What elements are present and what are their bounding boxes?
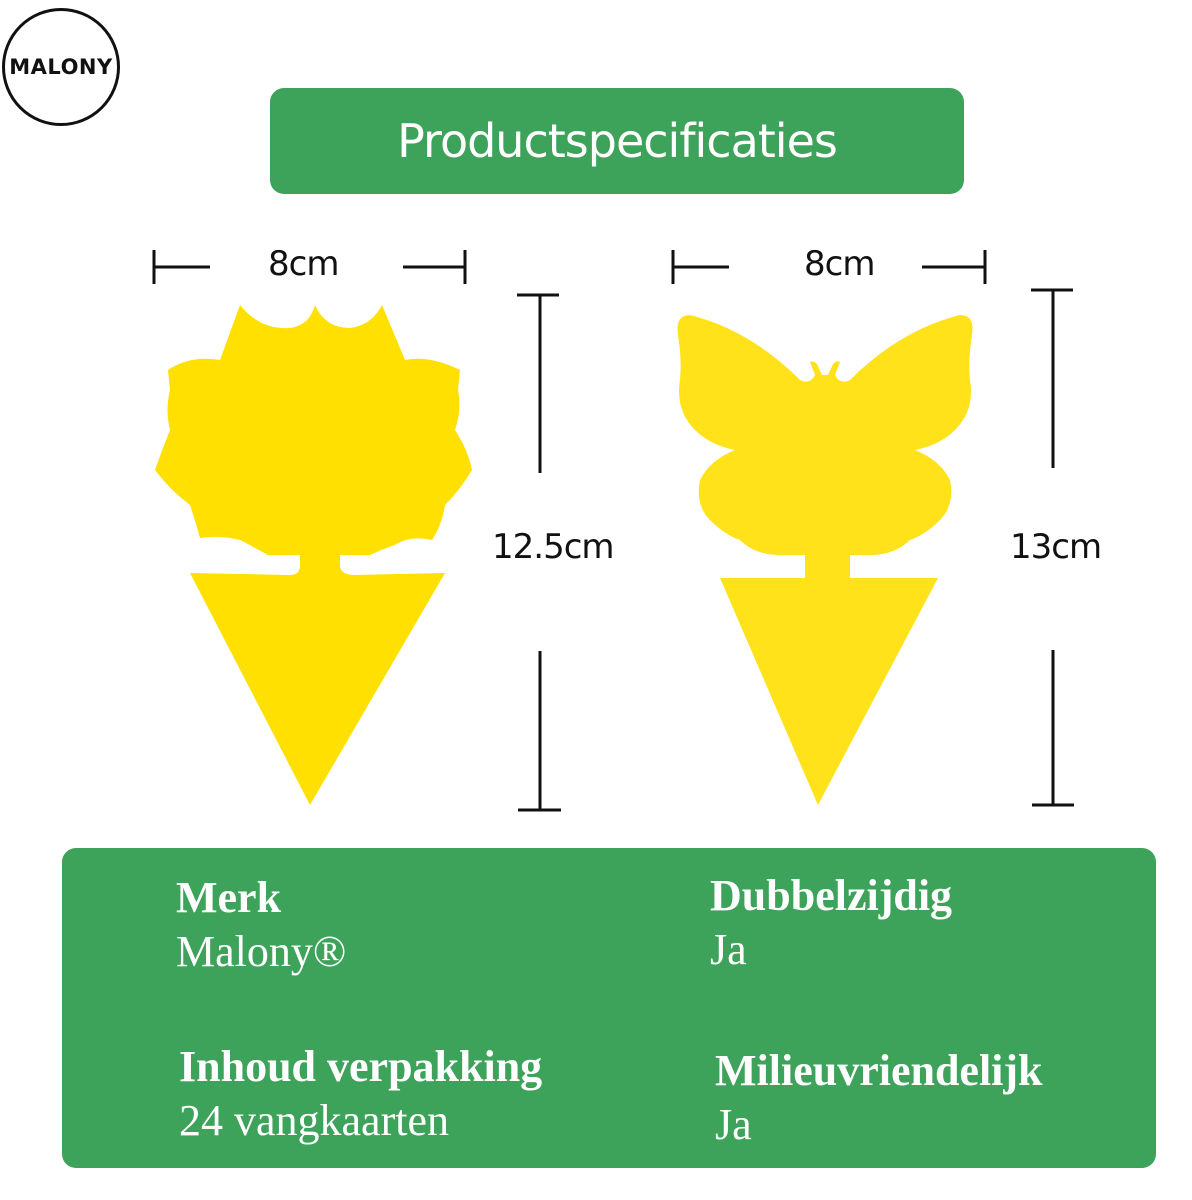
spec-label: Dubbelzijdig: [710, 871, 953, 920]
spec-eco-friendly: Milieuvriendelijk Ja: [715, 1045, 1043, 1153]
spec-label: Merk: [176, 873, 282, 922]
specifications-panel: [62, 848, 1156, 1168]
spec-value: 24 vangkaarten: [179, 1096, 449, 1145]
butterfly-height-label: 13cm: [1010, 527, 1102, 567]
title-banner: Productspecificaties: [270, 88, 964, 194]
spec-double-sided: Dubbelzijdig Ja: [710, 870, 952, 978]
sunflower-height-label: 12.5cm: [492, 527, 615, 567]
spec-label: Milieuvriendelijk: [715, 1046, 1043, 1095]
spec-label: Inhoud verpakking: [179, 1042, 543, 1091]
spec-brand: Merk Malony®: [176, 872, 346, 980]
malony-logo: MALONY: [2, 8, 120, 126]
sunflower-trap-image: [155, 305, 472, 805]
spec-package-contents: Inhoud verpakking 24 vangkaarten: [179, 1041, 542, 1149]
dimension-lines: [152, 250, 1074, 812]
spec-value: Malony®: [176, 927, 347, 976]
spec-value: Ja: [715, 1100, 752, 1149]
logo-text: MALONY: [9, 55, 113, 79]
spec-value: Ja: [710, 925, 747, 974]
page-title: Productspecificaties: [397, 114, 838, 168]
butterfly-trap-image: [677, 315, 973, 805]
sunflower-width-label: 8cm: [268, 244, 339, 284]
butterfly-width-label: 8cm: [804, 244, 875, 284]
